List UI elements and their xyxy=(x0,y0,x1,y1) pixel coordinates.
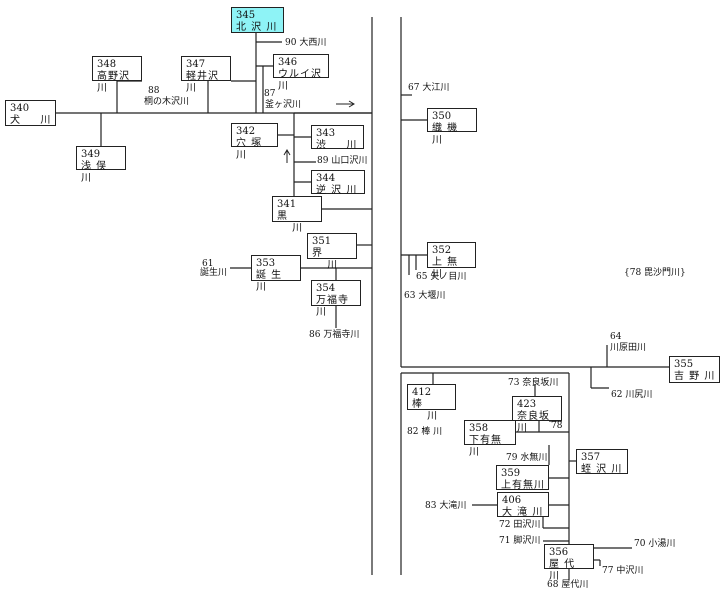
station-number: 352 xyxy=(432,245,452,256)
station-name: 渋 川 xyxy=(316,140,358,151)
river-label-l87a: 87 xyxy=(264,89,276,99)
station-name: 界 川 xyxy=(312,248,339,271)
station-name: 軽井沢川 xyxy=(186,71,219,94)
river-label-l86: 86 万福寺川 xyxy=(309,330,360,340)
river-label-l62: 62 川尻川 xyxy=(611,390,653,400)
river-label-l77: 77 中沢川 xyxy=(602,566,644,576)
station-number: 356 xyxy=(549,547,569,558)
station-number: 406 xyxy=(502,495,522,506)
station-number: 355 xyxy=(674,359,694,370)
station-number: 357 xyxy=(581,452,601,463)
river-label-l88a: 88 xyxy=(148,86,160,96)
station-name: 逆 沢 川 xyxy=(316,185,358,196)
river-label-l70: 70 小湯川 xyxy=(634,539,676,549)
station-number: 353 xyxy=(256,258,276,269)
river-label-l83: 83 大滝川 xyxy=(425,501,467,511)
flow-arrow-icon xyxy=(348,100,355,108)
station-number: 349 xyxy=(81,149,101,160)
station-number: 359 xyxy=(501,468,521,479)
station-name: 北 沢 川 xyxy=(236,22,278,33)
river-label-l72: 72 田沢川 xyxy=(499,520,541,530)
river-label-l78b: {78 毘沙門川} xyxy=(624,268,686,278)
river-label-l65: 65 矢ノ目川 xyxy=(416,272,467,282)
station-name: 高野沢川 xyxy=(97,71,130,94)
station-name: 棒 川 xyxy=(412,399,439,422)
river-label-l73: 73 奈良坂川 xyxy=(508,378,559,388)
station-name: 蛭 沢 川 xyxy=(581,464,623,475)
station-name: 大 滝 川 xyxy=(502,507,544,518)
station-name: 上有無川 xyxy=(501,480,545,491)
station-name: 屋 代 川 xyxy=(549,559,576,582)
station-number: 348 xyxy=(97,59,117,70)
station-number: 346 xyxy=(278,57,298,68)
station-number: 342 xyxy=(236,126,256,137)
station-name: 黒 川 xyxy=(277,211,304,234)
river-label-l89: 89 山口沢川 xyxy=(317,156,368,166)
station-number: 412 xyxy=(412,387,432,398)
river-label-l88b: 桐の木沢川 xyxy=(144,97,190,107)
river-label-l68: 68 屋代川 xyxy=(547,580,589,590)
station-number: 344 xyxy=(316,173,336,184)
station-name: 上 無 川 xyxy=(432,257,459,280)
river-label-l87b: 釜ヶ沢川 xyxy=(265,100,302,110)
station-number: 341 xyxy=(277,199,297,210)
station-name: 織 機 川 xyxy=(432,123,459,146)
river-label-l71: 71 脚沢川 xyxy=(499,536,541,546)
station-name: 万福寺川 xyxy=(316,295,349,318)
station-number: 350 xyxy=(432,111,452,122)
station-name: 穴 塚 川 xyxy=(236,138,263,161)
station-name: 吉 野 川 xyxy=(674,371,716,382)
flow-arrow-icon xyxy=(283,149,291,156)
station-name: ウルイ沢川 xyxy=(278,69,322,92)
station-number: 343 xyxy=(316,128,336,139)
station-number: 423 xyxy=(517,399,537,410)
river-label-l67: 67 大江川 xyxy=(408,83,450,93)
river-label-l79: 79 水無川 xyxy=(506,453,548,463)
station-name: 下有無川 xyxy=(469,435,502,458)
station-name: 浅 俣 川 xyxy=(81,161,108,184)
station-name: 犬 川 xyxy=(10,115,52,126)
station-number: 340 xyxy=(10,103,30,114)
river-label-l61b: 誕生川 xyxy=(200,268,228,278)
station-number: 347 xyxy=(186,59,206,70)
station-number: 358 xyxy=(469,423,489,434)
station-number: 345 xyxy=(236,10,256,21)
river-label-l61a: 61 xyxy=(202,259,214,269)
river-label-l64b: 川原田川 xyxy=(610,343,647,353)
station-number: 351 xyxy=(312,236,332,247)
river-label-l63: 63 大堰川 xyxy=(404,291,446,301)
river-label-l82: 82 棒 川 xyxy=(407,427,443,437)
station-name: 誕 生 川 xyxy=(256,270,283,293)
station-name: 奈良坂川 xyxy=(517,411,550,434)
river-label-l64a: 64 xyxy=(610,332,622,342)
station-number: 354 xyxy=(316,283,336,294)
river-label-l90: 90 大西川 xyxy=(285,38,327,48)
river-label-l78: 78 xyxy=(551,421,563,431)
